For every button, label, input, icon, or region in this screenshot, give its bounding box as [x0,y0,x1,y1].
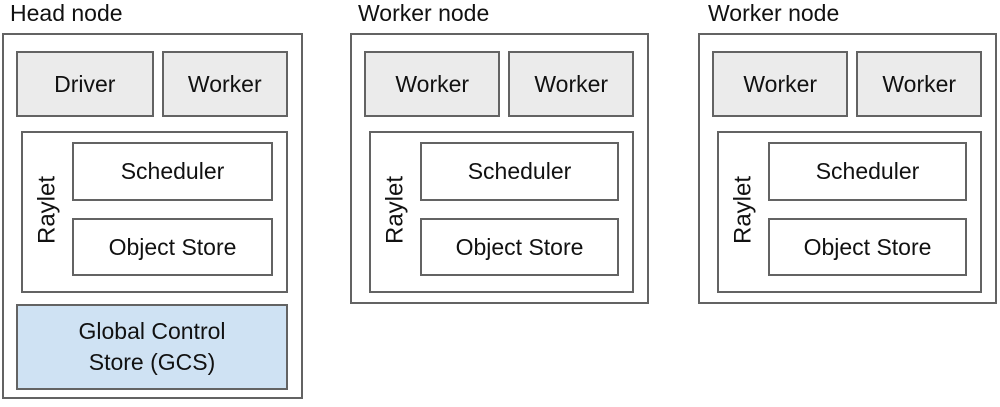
head-node-panel: Head node Driver Worker Raylet Scheduler… [2,0,303,399]
worker-node-box: Worker Worker Raylet Scheduler Object St… [350,33,649,304]
worker-box: Worker [161,51,288,117]
raylet-box: Raylet Scheduler Object Store [21,131,288,293]
raylet-label: Raylet [381,175,409,245]
process-row: Worker Worker [712,51,982,117]
worker-box: Worker [712,51,849,117]
worker-node-panel-1: Worker node Worker Worker Raylet Schedul… [350,0,649,304]
process-row: Worker Worker [364,51,634,117]
scheduler-box: Scheduler [72,142,273,201]
worker-box: Worker [856,51,982,117]
gcs-box: Global Control Store (GCS) [16,304,288,390]
worker-node-panel-2: Worker node Worker Worker Raylet Schedul… [698,0,997,304]
raylet-components: Scheduler Object Store [768,142,967,278]
raylet-box: Raylet Scheduler Object Store [369,131,634,293]
scheduler-box: Scheduler [420,142,619,201]
object-store-box: Object Store [768,218,967,276]
raylet-components: Scheduler Object Store [420,142,619,278]
process-row: Driver Worker [16,51,288,117]
scheduler-box: Scheduler [768,142,967,201]
object-store-box: Object Store [72,218,273,276]
worker-node-box: Worker Worker Raylet Scheduler Object St… [698,33,997,304]
raylet-box: Raylet Scheduler Object Store [717,131,982,293]
raylet-components: Scheduler Object Store [72,142,273,278]
driver-box: Driver [16,51,154,117]
worker-node-title: Worker node [708,0,840,26]
worker-box: Worker [364,51,501,117]
raylet-label: Raylet [33,175,61,245]
gcs-label: Global Control Store (GCS) [78,318,226,375]
worker-box: Worker [508,51,634,117]
head-node-box: Driver Worker Raylet Scheduler Object St… [2,33,303,399]
worker-node-title: Worker node [358,0,490,26]
head-node-title: Head node [10,0,123,26]
raylet-label: Raylet [729,175,757,245]
object-store-box: Object Store [420,218,619,276]
